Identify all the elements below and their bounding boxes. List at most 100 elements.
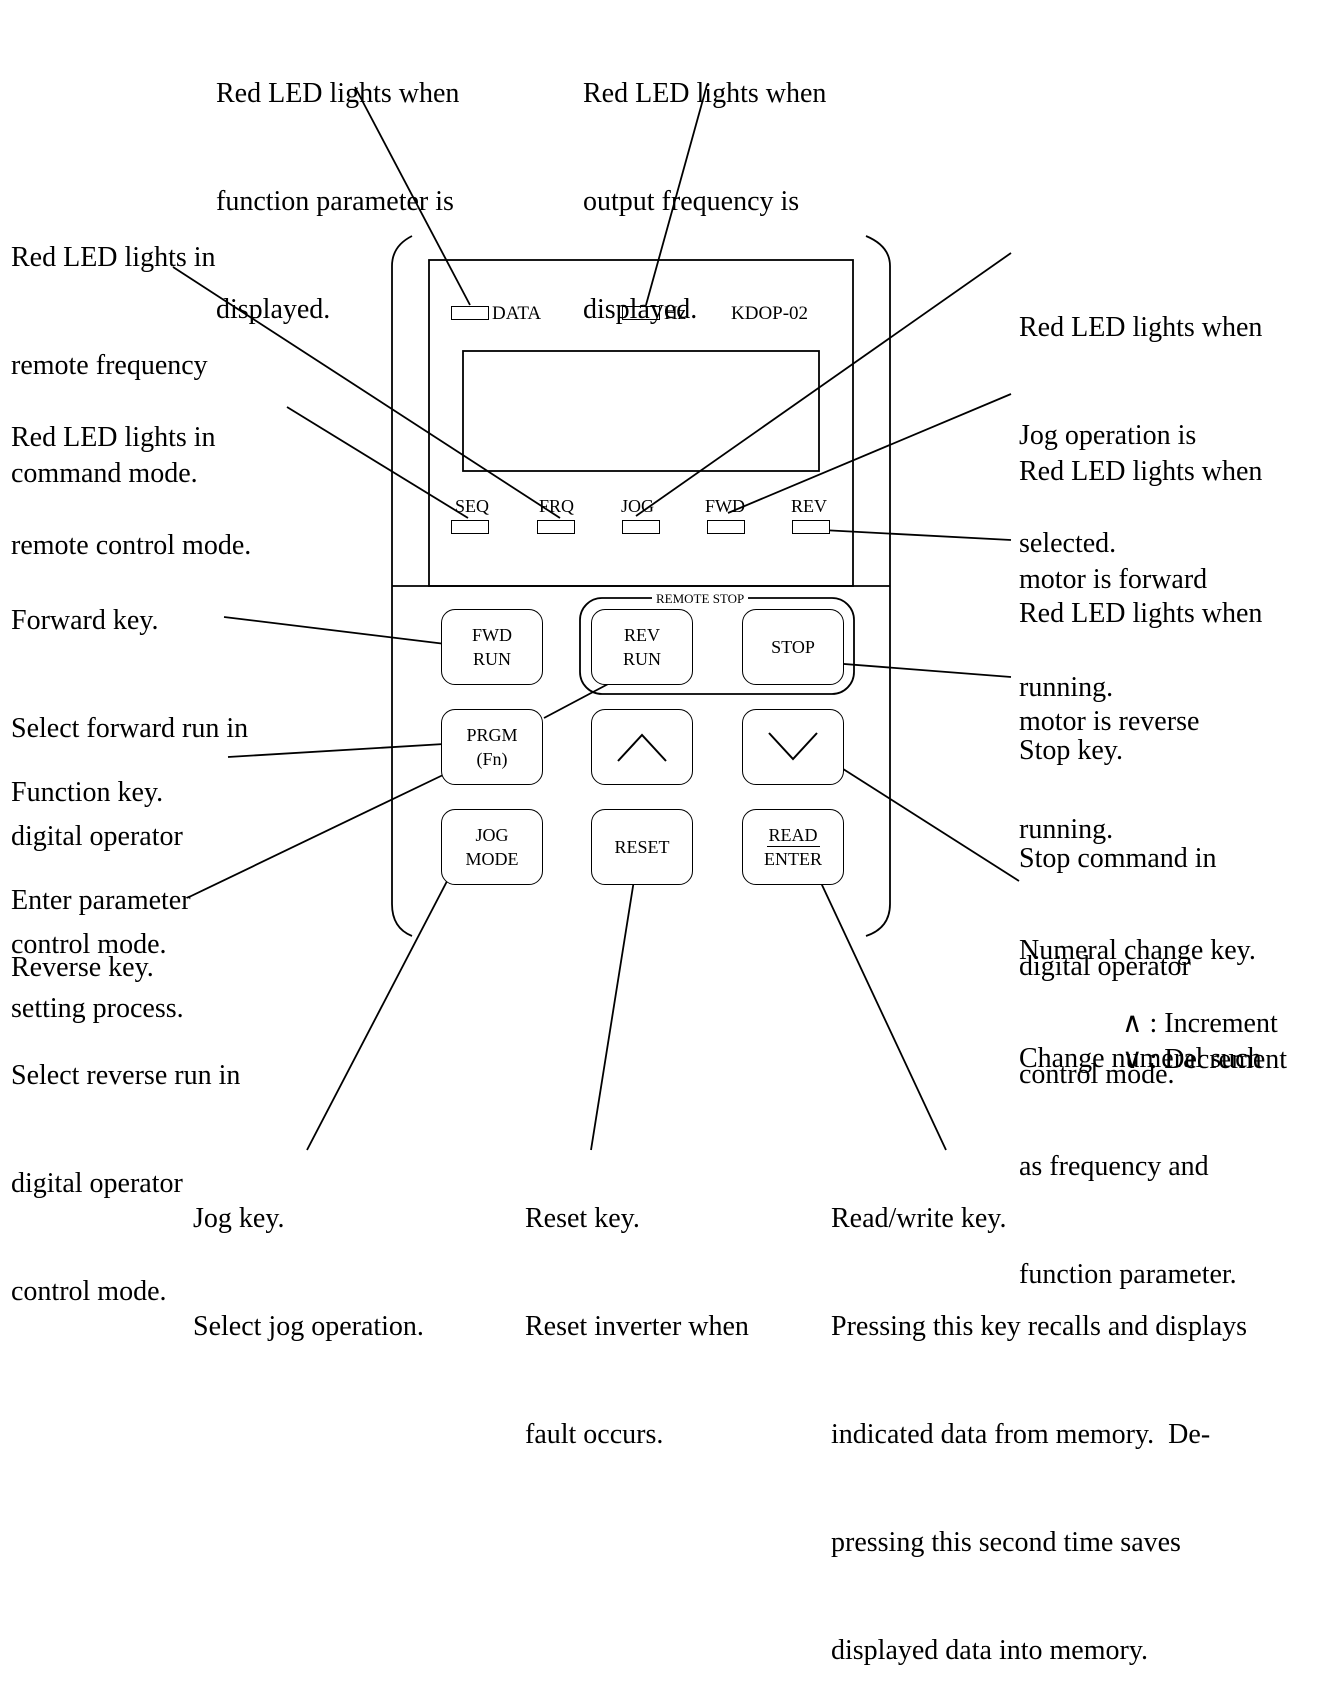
- annotation-line: Enter parameter: [11, 885, 191, 916]
- model-label: KDOP-02: [731, 303, 809, 324]
- annotation-line: Jog key.: [193, 1203, 285, 1234]
- rev-run-key-line2: RUN: [622, 649, 661, 669]
- enter-key-line2: ENTER: [764, 848, 822, 869]
- annotation-line: control mode.: [11, 929, 167, 960]
- seq-led-label: SEQ: [455, 496, 490, 516]
- annotation-line: Function key.: [11, 777, 164, 808]
- annotation-line: Select reverse run in: [11, 1060, 241, 1091]
- annotation-line: Stop command in: [1019, 843, 1217, 874]
- annotation-frq-led: Red LED lights in remote frequency comma…: [11, 168, 216, 528]
- annotation-readwrite-key: Read/write key. Pressing this key recall…: [831, 1129, 1247, 1705]
- rev-led: [792, 520, 830, 534]
- leader-hz: [645, 84, 708, 306]
- jog-led: [622, 520, 660, 534]
- annotation-line: setting process.: [11, 993, 184, 1024]
- leader-numeral: [839, 766, 1020, 882]
- annotation-line: Red LED lights when: [216, 78, 460, 109]
- fwd-led: [707, 520, 745, 534]
- leader-data: [354, 86, 471, 306]
- leader-fwd: [727, 393, 1012, 514]
- prgm-key-line2: (Fn): [476, 749, 508, 769]
- annotation-line: motor is reverse: [1019, 706, 1200, 737]
- annotation-line: function parameter is: [216, 186, 454, 217]
- annotation-jog-led: Red LED lights when Jog operation is sel…: [1019, 238, 1262, 598]
- panel-corner-top-left: [391, 235, 413, 267]
- annotation-line: command mode.: [11, 458, 198, 489]
- annotation-numeral-key: Numeral change key. Change numeral such …: [1019, 861, 1262, 1329]
- leader-read-key: [814, 869, 947, 1151]
- hz-led: [622, 306, 660, 320]
- read-enter-key[interactable]: READ ENTER: [742, 809, 844, 885]
- leader-fwd-key: [223, 616, 463, 647]
- stop-key[interactable]: STOP: [742, 609, 844, 685]
- leader-seq: [286, 406, 469, 519]
- annotation-line: fault occurs.: [525, 1419, 664, 1450]
- annotation-line: indicated data from memory. De-: [831, 1419, 1211, 1450]
- annotation-line: digital operator: [1019, 951, 1191, 982]
- hz-led-label: Hz: [664, 303, 687, 324]
- fwd-run-key-line1: FWD: [472, 625, 512, 645]
- rev-led-label: REV: [791, 496, 827, 516]
- reset-key[interactable]: RESET: [591, 809, 693, 885]
- annotation-line: displayed.: [583, 294, 698, 325]
- fwd-run-key[interactable]: FWD RUN: [441, 609, 543, 685]
- annotation-line: Pressing this key recalls and displays: [831, 1311, 1248, 1342]
- leader-jog-key: [306, 861, 458, 1151]
- annotation-line: control mode.: [1019, 1059, 1175, 1090]
- annotation-seq-led: Red LED lights in remote control mode.: [11, 348, 251, 600]
- read-key-line1: READ: [766, 824, 820, 847]
- leader-rev-key: [186, 774, 444, 899]
- leader-reset-key: [590, 854, 639, 1151]
- annotation-line: remote control mode.: [11, 530, 252, 561]
- stop-key-label: STOP: [771, 637, 815, 657]
- annotation-line: Red LED lights when: [583, 78, 827, 109]
- annotation-rev-led: Red LED lights when motor is reverse run…: [1019, 524, 1262, 884]
- annotation-line: Reverse key.: [11, 952, 154, 983]
- fwd-led-label: FWD: [705, 496, 745, 516]
- leader-fn-key: [227, 743, 445, 758]
- annotation-increment: ∧ : Increment: [1122, 1008, 1278, 1039]
- jog-mode-key[interactable]: JOG MODE: [441, 809, 543, 885]
- annotation-line: Red LED lights in: [11, 422, 216, 453]
- annotation-rev-key: Reverse key. Select reverse run in digit…: [11, 878, 240, 1346]
- data-led: [451, 306, 489, 320]
- annotation-line: Reset key.: [525, 1203, 640, 1234]
- frq-led-label: FRQ: [539, 496, 575, 516]
- annotation-line: Reset inverter when: [525, 1311, 749, 1342]
- rev-run-key[interactable]: REV RUN: [591, 609, 693, 685]
- annotation-line: Red LED lights in: [11, 242, 216, 273]
- reset-key-label: RESET: [614, 837, 670, 857]
- annotation-decrement: ∨ : Decrement: [1122, 1044, 1288, 1075]
- annotation-line: digital operator: [11, 1168, 183, 1199]
- annotation-line: output frequency is: [583, 186, 800, 217]
- lcd-screen: [462, 350, 820, 472]
- panel-corner-bottom-right: [865, 903, 891, 937]
- annotation-line: Numeral change key.: [1019, 935, 1256, 966]
- annotation-line: Select jog operation.: [193, 1311, 424, 1342]
- annotation-line: Change numeral such: [1019, 1043, 1262, 1074]
- annotation-line: control mode.: [11, 1276, 167, 1307]
- up-arrow-icon: [617, 733, 667, 762]
- annotation-line: running.: [1019, 672, 1114, 703]
- annotation-line: motor is forward: [1019, 564, 1208, 595]
- leader-frq: [172, 266, 561, 519]
- annotation-jog-key: Jog key. Select jog operation.: [193, 1129, 424, 1381]
- increment-key[interactable]: [591, 709, 693, 785]
- annotation-line: function parameter.: [1019, 1259, 1237, 1290]
- remote-stop-label: REMOTE STOP: [652, 589, 749, 609]
- prgm-key-line1: PRGM: [466, 725, 518, 745]
- annotation-line: digital operator: [11, 821, 183, 852]
- down-arrow-icon: [768, 732, 818, 761]
- decrement-key[interactable]: [742, 709, 844, 785]
- annotation-fwd-key: Forward key. Select forward run in digit…: [11, 531, 248, 999]
- jog-led-label: JOG: [621, 496, 655, 516]
- data-led-label: DATA: [492, 303, 542, 324]
- annotation-reset-key: Reset key. Reset inverter when fault occ…: [525, 1129, 749, 1489]
- annotation-line: Read/write key.: [831, 1203, 1007, 1234]
- prgm-fn-key[interactable]: PRGM (Fn): [441, 709, 543, 785]
- jog-mode-key-line2: MODE: [465, 849, 519, 869]
- leader-rev: [821, 529, 1012, 541]
- annotation-stop-key: Stop key. Stop command in digital operat…: [1019, 661, 1217, 1129]
- annotation-line: displayed data into memory.: [831, 1635, 1148, 1666]
- annotation-line: Stop key.: [1019, 735, 1123, 766]
